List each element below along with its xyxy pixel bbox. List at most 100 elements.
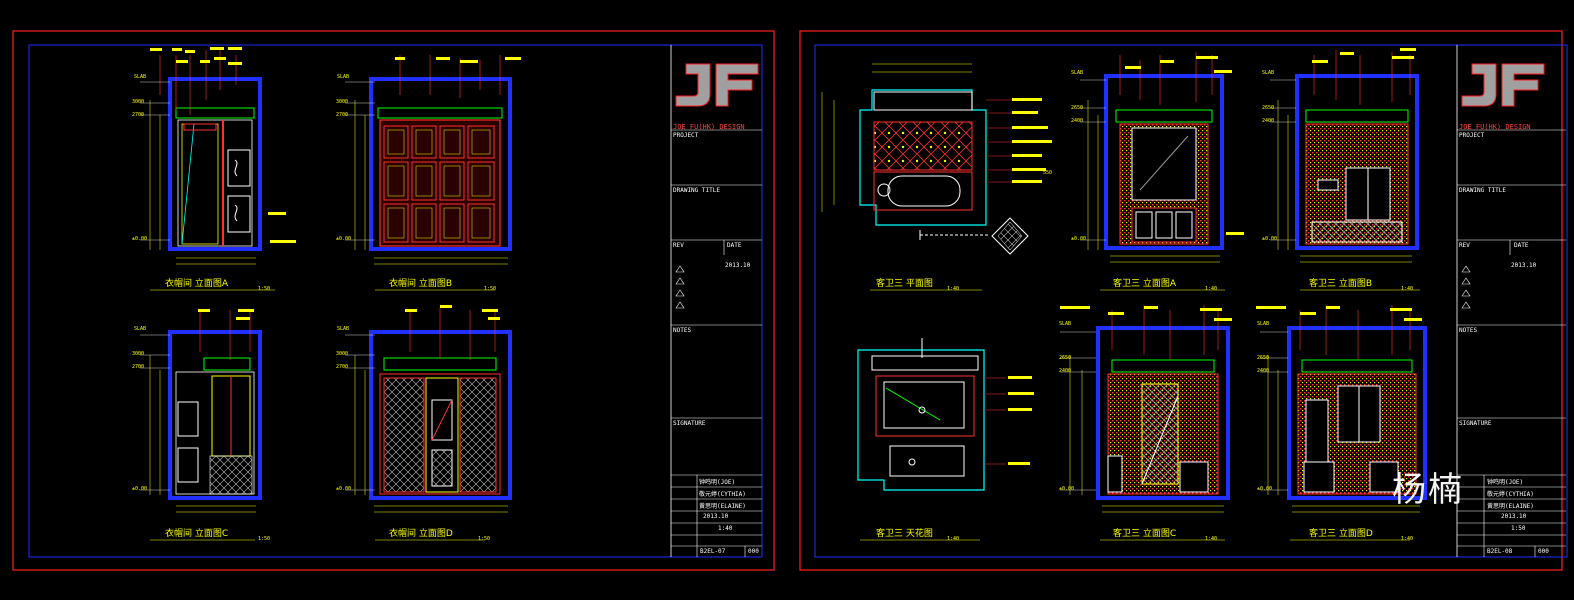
person-2-right: 敬元婷(CYTHIA) — [1487, 491, 1534, 498]
person-1: 钟鸣明(JOE) — [699, 479, 736, 486]
sheet-number-right: B2EL-08 — [1487, 548, 1513, 555]
date-label: DATE — [727, 242, 742, 249]
bath-level-2650-a: 2650 — [1071, 105, 1084, 111]
bath-elevation-d — [1287, 326, 1427, 500]
jf-logo-left — [675, 63, 759, 107]
rev-label-right: REV — [1459, 242, 1470, 249]
bath-elevation-b — [1295, 74, 1419, 250]
view-title-d: 衣帽间 立面图D — [389, 529, 453, 539]
left-drawing-sheet: 衣帽间 立面图A 1:50 衣帽间 立面图B 1:50 衣帽间 立面图C 1:5… — [132, 74, 759, 555]
elevation-a — [168, 77, 262, 251]
view-scale-d: 1:50 — [478, 536, 491, 542]
bath-view-title-plan: 客卫三 平面图 — [876, 279, 933, 289]
bath-level-zero-a: ±0.00 — [1071, 236, 1087, 242]
left-sheet — [12, 30, 775, 571]
bath-level-2650-b: 2650 — [1262, 105, 1275, 111]
slab-label-c: SLAB — [134, 326, 147, 332]
level-3000-a: 3000 — [132, 99, 145, 105]
jf-logo-right — [1461, 63, 1545, 107]
bath-level-2650-d: 2650 — [1257, 355, 1270, 361]
sheet-count-right: 000 — [1538, 548, 1549, 555]
level-2700-d: 2700 — [336, 364, 349, 370]
view-title-c: 衣帽间 立面图C — [165, 529, 229, 539]
drawn-date-right: 2013.10 — [1501, 513, 1527, 520]
bath-slab-b: SLAB — [1262, 70, 1275, 76]
drawing-title-label: DRAWING TITLE — [673, 187, 720, 194]
slab-label-d: SLAB — [337, 326, 350, 332]
bath-view-scale-a: 1:40 — [1205, 286, 1218, 292]
bath-level-2400-a: 2400 — [1071, 118, 1084, 124]
bath-slab-d: SLAB — [1257, 321, 1270, 327]
project-label: PROJECT — [673, 132, 699, 139]
right-sheet — [799, 30, 1568, 571]
view-title-a: 衣帽间 立面图A — [165, 279, 229, 289]
plan-marker-550: 550 — [1043, 170, 1053, 176]
bath-view-scale-ceiling: 1:40 — [947, 536, 960, 542]
view-scale-c: 1:50 — [258, 536, 271, 542]
bath-elevation-a — [1104, 74, 1224, 250]
elevation-b — [369, 77, 512, 251]
level-2700-b: 2700 — [336, 112, 349, 118]
drawing-scale-right: 1:50 — [1511, 525, 1526, 532]
slab-label-b: SLAB — [337, 74, 350, 80]
bath-view-title-ceiling: 客卫三 天花图 — [876, 529, 933, 539]
person-3: 黄思明(ELAINE) — [699, 503, 746, 510]
bath-view-scale-c: 1:40 — [1205, 536, 1218, 542]
bath-view-title-b: 客卫三 立面图B — [1309, 279, 1373, 289]
level-zero-b: ±0.00 — [336, 236, 352, 242]
bath-view-title-d: 客卫三 立面图D — [1309, 529, 1373, 539]
bath-level-zero-d: ±0.00 — [1257, 486, 1273, 492]
bath-view-scale-plan: 1:40 — [947, 286, 960, 292]
level-zero-a: ±0.00 — [132, 236, 148, 242]
person-3-right: 黄思明(ELAINE) — [1487, 503, 1534, 510]
drawing-scale: 1:40 — [718, 525, 733, 532]
section-marker-icon — [991, 217, 1029, 255]
project-label-right: PROJECT — [1459, 132, 1485, 139]
bath-level-2650-c: 2650 — [1059, 355, 1072, 361]
notes-label-right: NOTES — [1459, 327, 1478, 334]
bath-ceiling-plan — [857, 338, 985, 491]
level-zero-c: ±0.00 — [132, 486, 148, 492]
watermark-signature: 杨楠 — [1392, 470, 1464, 510]
level-zero-d: ±0.00 — [336, 486, 352, 492]
date-label-right: DATE — [1514, 242, 1529, 249]
level-3000-d: 3000 — [336, 351, 349, 357]
level-3000-b: 3000 — [336, 99, 349, 105]
bath-view-title-c: 客卫三 立面图C — [1113, 529, 1177, 539]
view-title-b: 衣帽间 立面图B — [389, 279, 453, 289]
view-scale-b: 1:50 — [484, 286, 497, 292]
view-scale-a: 1:50 — [258, 286, 271, 292]
company-name: JOE FU(HK) DESIGN — [673, 123, 745, 131]
elevation-d — [369, 330, 512, 500]
person-1-right: 钟鸣明(JOE) — [1487, 479, 1524, 486]
elevation-c — [168, 330, 262, 500]
bath-level-2400-c: 2400 — [1059, 368, 1072, 374]
level-2700-a: 2700 — [132, 112, 145, 118]
rev-date: 2013.10 — [725, 262, 751, 269]
rev-date-right: 2013.10 — [1511, 262, 1537, 269]
drawing-title-label-right: DRAWING TITLE — [1459, 187, 1506, 194]
bath-level-zero-c: ±0.00 — [1059, 486, 1075, 492]
person-2: 敬元婷(CYTHIA) — [699, 491, 746, 498]
bath-view-scale-d: 1:40 — [1401, 536, 1414, 542]
bath-level-2400-d: 2400 — [1257, 368, 1270, 374]
level-3000-c: 3000 — [132, 351, 145, 357]
bath-slab-a: SLAB — [1071, 70, 1084, 76]
bath-slab-c: SLAB — [1059, 321, 1072, 327]
drawn-date: 2013.10 — [703, 513, 729, 520]
notes-label: NOTES — [673, 327, 692, 334]
bath-view-title-a: 客卫三 立面图A — [1113, 279, 1177, 289]
signature-label-right: SIGNATURE — [1459, 420, 1492, 427]
rev-label: REV — [673, 242, 684, 249]
level-2700-c: 2700 — [132, 364, 145, 370]
right-drawing-sheet: 客卫三 平面图 1:40 客卫三 立面图A 1:40 客卫三 立面图B 1:40… — [787, 0, 1574, 600]
slab-label-a: SLAB — [134, 74, 147, 80]
bath-view-scale-b: 1:40 — [1401, 286, 1414, 292]
signature-label: SIGNATURE — [673, 420, 706, 427]
bath-level-zero-b: ±0.00 — [1262, 236, 1278, 242]
bathroom-plan — [859, 89, 990, 240]
sheet-count: 000 — [748, 548, 759, 555]
bath-elevation-c — [1096, 326, 1230, 500]
sheet-number: B2EL-07 — [700, 548, 726, 555]
